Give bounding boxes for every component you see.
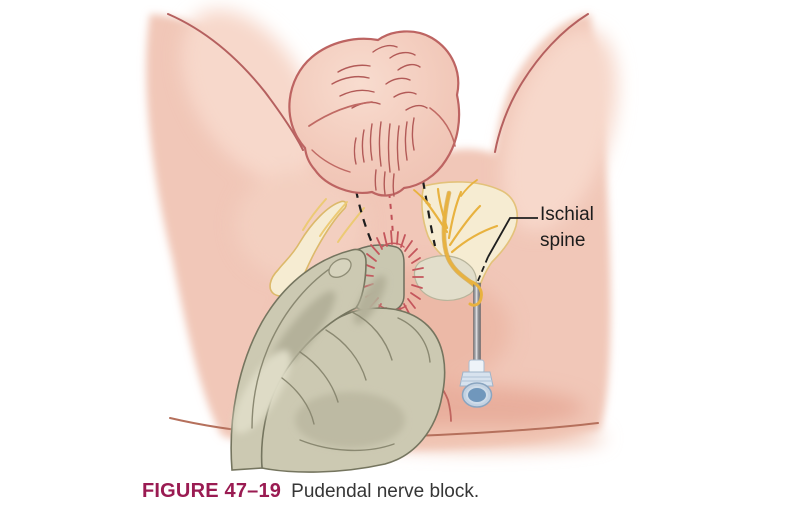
gloved-hand: [230, 248, 446, 473]
needle-hub: [459, 359, 494, 408]
needle-hub-opening: [466, 386, 488, 404]
landmark-dashed-line-left: [354, 189, 377, 251]
sacrospinous-ligament: [413, 255, 477, 301]
pudendal-nerve: [413, 179, 499, 288]
left-thigh-edge: [167, 13, 304, 151]
fingernail: [328, 258, 352, 278]
right-thigh-edge: [494, 13, 589, 153]
scrotum-wrinkles: [308, 44, 456, 197]
landmark-dashes: [354, 180, 437, 251]
figure-caption: FIGURE 47–19 Pudendal nerve block.: [142, 480, 479, 503]
nerve-hook: [468, 279, 483, 307]
scrotum: [288, 30, 461, 197]
needle-shaft: [473, 282, 481, 363]
scrotum-body: [288, 30, 461, 197]
needle: [459, 279, 494, 408]
landmark-dashed-line-right: [421, 180, 437, 247]
hand-creases: [251, 261, 431, 452]
ischial-spine-label: Ischial spine: [540, 204, 594, 251]
figure-caption-text: Pudendal nerve block.: [291, 481, 480, 502]
figure-caption-label: FIGURE 47–19: [142, 480, 282, 502]
leader-line: [476, 217, 538, 284]
